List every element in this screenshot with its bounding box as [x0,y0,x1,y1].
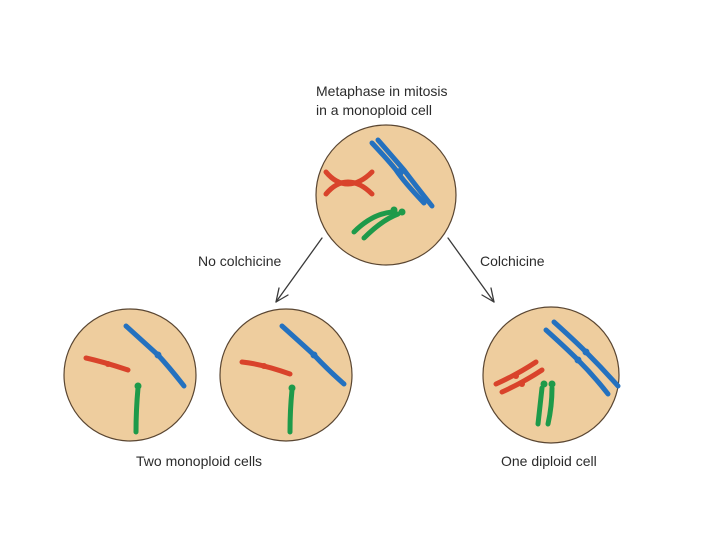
cell-membrane [482,306,620,444]
cell-membrane [63,308,197,442]
one-diploid-cell-label: One diploid cell [501,453,597,469]
metaphase-label-line2: in a monoploid cell [316,102,432,118]
arrow-no-colchicine [275,237,323,303]
blue-chromosome [369,137,435,209]
cell-membrane [315,124,457,266]
colchicine-label: Colchicine [480,253,545,269]
two-monoploid-cells-label: Two monoploid cells [136,453,263,469]
red-chromosome [323,169,375,197]
monoploid-cell-2 [219,308,353,442]
red-chromosome [239,359,293,377]
metaphase-label: Metaphase in mitosis in a monoploid cell [316,82,448,120]
blue-chromosome [123,323,187,389]
green-chromosome [287,384,296,435]
metaphase-label-line1: Metaphase in mitosis [316,83,448,99]
arrow-colchicine [447,237,495,303]
monoploid-cell-1 [63,308,197,442]
green-chromosome [351,206,406,241]
blue-chromosome [279,323,347,387]
blue-chromosome-pair [543,319,621,397]
no-colchicine-label: No colchicine [198,253,282,269]
red-chromosome-pair [493,359,545,395]
diploid-cell [482,306,621,444]
green-chromosome-pair [535,380,556,427]
green-chromosome [133,382,142,435]
metaphase-cell [315,124,457,266]
red-chromosome [83,355,131,373]
